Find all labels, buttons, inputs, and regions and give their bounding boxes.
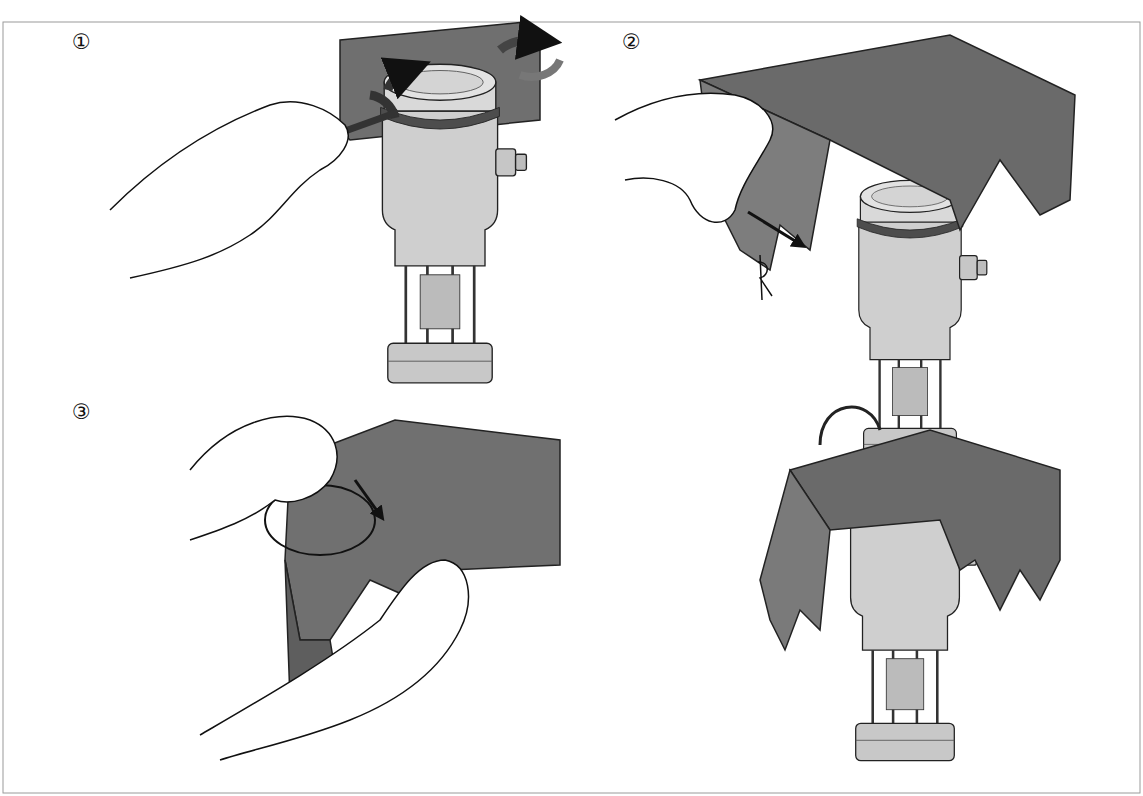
step-number: ① bbox=[72, 30, 91, 54]
rotate-arrow bbox=[520, 60, 560, 77]
frame bbox=[3, 22, 1140, 793]
pin-lanyard bbox=[820, 407, 880, 445]
direction-arrow bbox=[748, 212, 800, 244]
step-number: ③ bbox=[72, 400, 91, 424]
direction-arrow bbox=[355, 480, 380, 515]
rotate-arrow bbox=[388, 70, 410, 90]
instrument bbox=[381, 64, 527, 383]
hand bbox=[110, 102, 348, 278]
rotate-arrow bbox=[500, 40, 540, 50]
hand bbox=[200, 560, 468, 760]
retaining-pin bbox=[758, 255, 772, 300]
sunshade-side bbox=[760, 470, 830, 650]
step-number: ② bbox=[622, 30, 641, 54]
sunshade bbox=[790, 430, 1060, 610]
hand bbox=[615, 93, 773, 222]
hand bbox=[190, 417, 337, 540]
